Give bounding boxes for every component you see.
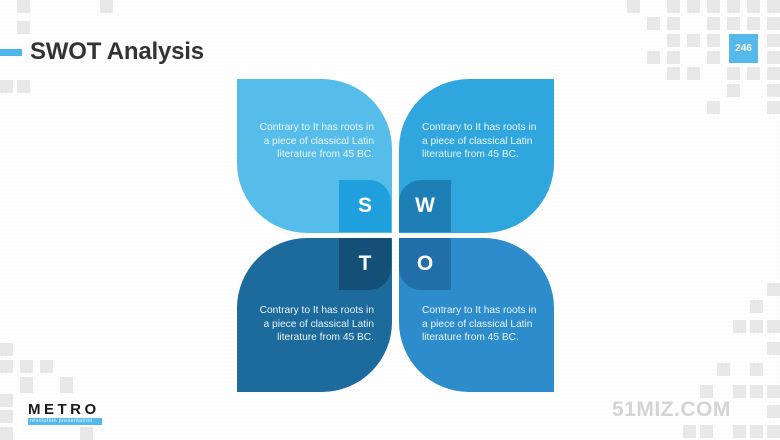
decor-square xyxy=(17,80,30,93)
quadrant-text: Contrary to It has roots in a piece of c… xyxy=(422,304,552,345)
decor-square xyxy=(0,343,13,356)
decor-square xyxy=(700,425,713,438)
quadrant-text: Contrary to It has roots in a piece of c… xyxy=(244,304,374,345)
decor-square xyxy=(767,34,780,47)
decor-square xyxy=(0,80,13,93)
decor-square xyxy=(667,34,680,47)
decor-square xyxy=(707,34,720,47)
text-line: a piece of classical Latin xyxy=(422,318,533,330)
decor-square xyxy=(627,0,640,13)
decor-square xyxy=(17,0,30,13)
decor-square xyxy=(747,67,760,80)
decor-square xyxy=(667,67,680,80)
decor-square xyxy=(700,385,713,398)
decor-square xyxy=(750,363,763,376)
decor-square xyxy=(17,21,30,34)
decor-square xyxy=(0,360,13,373)
quadrant-strengths: Contrary to It has roots in a piece of c… xyxy=(237,79,392,233)
text-line: Contrary to It has roots in xyxy=(422,122,537,133)
text-line: literature from 45 BC. xyxy=(277,332,374,343)
text-line: a piece of classical Latin xyxy=(263,318,374,330)
decor-square xyxy=(727,17,740,30)
decor-square xyxy=(767,385,780,398)
text-line: literature from 45 BC. xyxy=(422,149,519,160)
decor-square xyxy=(767,342,780,355)
decor-square xyxy=(767,84,780,97)
decor-square xyxy=(80,427,93,440)
decor-square xyxy=(727,67,740,80)
decor-square xyxy=(727,84,740,97)
text-line: literature from 45 BC. xyxy=(422,332,519,343)
text-line: literature from 45 BC. xyxy=(277,149,374,160)
decor-square xyxy=(767,425,780,438)
decor-square xyxy=(747,17,760,30)
decor-square xyxy=(40,360,53,373)
decor-square xyxy=(750,425,763,438)
page-number-badge: 246 xyxy=(729,34,758,63)
text-line: a piece of classical Latin xyxy=(422,135,533,147)
decor-square xyxy=(733,425,746,438)
decor-square xyxy=(687,0,700,13)
metro-logo: METRO revolution presentation xyxy=(28,402,102,425)
letter-tab-s: S xyxy=(339,180,391,232)
text-line: Contrary to It has roots in xyxy=(259,122,374,133)
decor-square xyxy=(667,51,680,64)
decor-square xyxy=(767,0,780,13)
quadrant-text: Contrary to It has roots in a piece of c… xyxy=(244,121,374,162)
decor-square xyxy=(707,17,720,30)
text-line: Contrary to It has roots in xyxy=(259,305,374,316)
decor-square xyxy=(687,67,700,80)
decor-square xyxy=(767,283,780,296)
text-line: Contrary to It has roots in xyxy=(422,305,537,316)
decor-square xyxy=(767,67,780,80)
decor-square xyxy=(707,101,720,114)
decor-square xyxy=(0,427,13,440)
decor-square xyxy=(747,0,760,13)
title-accent-bar xyxy=(0,49,22,56)
decor-square xyxy=(733,385,746,398)
decor-square xyxy=(667,17,680,30)
logo-main-text: METRO xyxy=(28,401,100,418)
decor-square xyxy=(20,360,33,373)
text-line: a piece of classical Latin xyxy=(263,135,374,147)
decor-square xyxy=(707,0,720,13)
decor-square xyxy=(0,410,13,423)
decor-square xyxy=(750,300,763,313)
decor-square xyxy=(20,380,33,393)
watermark: 51MIZ.COM xyxy=(612,398,731,421)
decor-square xyxy=(0,394,13,407)
decor-square xyxy=(687,34,700,47)
letter-tab-t: T xyxy=(339,238,391,290)
decor-square xyxy=(767,51,780,64)
decor-square xyxy=(767,320,780,333)
decor-square xyxy=(707,51,720,64)
decor-square xyxy=(750,320,763,333)
decor-square xyxy=(647,17,660,30)
decor-square xyxy=(683,425,696,438)
decor-square xyxy=(667,0,680,13)
decor-square xyxy=(733,320,746,333)
page-title: SWOT Analysis xyxy=(30,38,204,65)
decor-square xyxy=(750,385,763,398)
logo-subtitle: revolution presentation xyxy=(28,418,102,425)
decor-square xyxy=(767,101,780,114)
letter-tab-w: W xyxy=(399,180,451,232)
decor-square xyxy=(60,380,73,393)
decor-square xyxy=(100,0,113,13)
decor-square xyxy=(767,17,780,30)
quadrant-text: Contrary to It has roots in a piece of c… xyxy=(422,121,552,162)
decor-square xyxy=(727,0,740,13)
decor-square xyxy=(717,363,730,376)
decor-square xyxy=(767,405,780,418)
letter-tab-o: O xyxy=(399,238,451,290)
decor-square xyxy=(647,51,660,64)
